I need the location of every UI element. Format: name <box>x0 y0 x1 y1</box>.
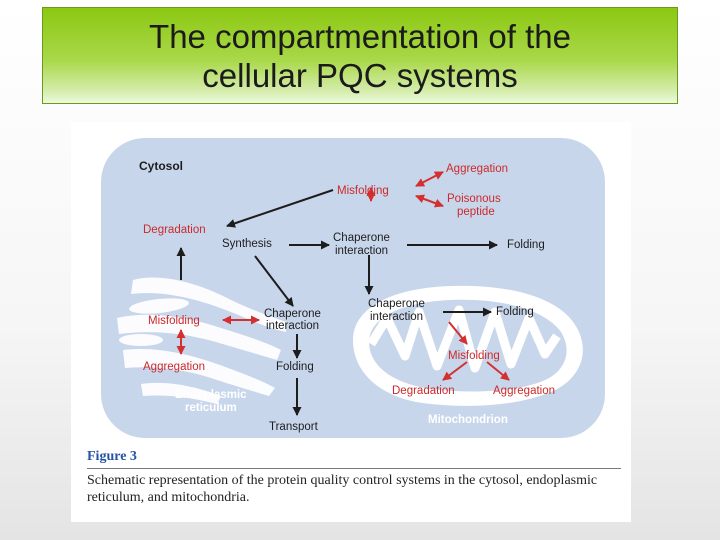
label-folding-mito: Folding <box>496 306 534 318</box>
slide-title-line-2: cellular PQC systems <box>202 56 518 94</box>
slide-title-line-1: The compartmentation of the <box>149 17 571 55</box>
label-chaperone-2a: Chaperone <box>264 308 321 320</box>
figure-divider <box>87 468 621 469</box>
label-aggregation-er: Aggregation <box>143 361 205 373</box>
arrow-mito-misfolding-to-degradation <box>442 361 468 381</box>
arrow-misfolding-aggregation <box>415 171 444 187</box>
label-synthesis: Synthesis <box>222 238 272 250</box>
label-transport: Transport <box>269 421 319 433</box>
figure-card: Cytosol Aggregation Misfolding Poisonous… <box>71 122 631 522</box>
slide-title: The compartmentation of the cellular PQC… <box>42 7 678 104</box>
arrow-mito-misfolding-to-aggregation <box>486 361 510 381</box>
figure-caption: Schematic representation of the protein … <box>87 473 598 505</box>
label-cytosol: Cytosol <box>139 159 183 173</box>
label-chaperone-2b: interaction <box>266 320 319 332</box>
label-aggregation-top: Aggregation <box>446 163 508 175</box>
label-poisonous-1: Poisonous <box>447 193 501 205</box>
label-misfolding-mito: Misfolding <box>448 350 500 362</box>
label-folding-er: Folding <box>276 361 314 373</box>
label-misfolding-top: Misfolding <box>337 185 389 197</box>
label-chaperone-1a: Chaperone <box>333 232 390 244</box>
label-chaperone-3b: interaction <box>370 311 423 323</box>
label-poisonous-2: peptide <box>457 206 495 218</box>
arrow-synthesis-to-er-chaperone <box>254 255 294 307</box>
arrow-misfolding-poisonous <box>415 194 444 208</box>
label-degradation-mito: Degradation <box>392 385 455 397</box>
red-arrows <box>176 171 510 381</box>
dark-arrows <box>176 189 498 416</box>
label-er-2: reticulum <box>185 402 237 414</box>
label-folding-1: Folding <box>507 239 545 251</box>
figure-number: Figure 3 <box>87 449 137 464</box>
label-misfolding-er: Misfolding <box>148 315 200 327</box>
label-aggregation-mito: Aggregation <box>493 385 555 397</box>
label-chaperone-1b: interaction <box>335 245 388 257</box>
pqc-diagram: Cytosol Aggregation Misfolding Poisonous… <box>101 138 605 438</box>
label-er-1: Endoplasmic <box>175 389 247 401</box>
arrow-misfolding-to-degradation <box>226 189 334 228</box>
arrow-mito-chaperone-to-misfolding <box>448 321 468 345</box>
label-mitochondrion: Mitochondrion <box>428 414 508 426</box>
label-chaperone-3a: Chaperone <box>368 298 425 310</box>
label-degradation-left: Degradation <box>143 224 206 236</box>
